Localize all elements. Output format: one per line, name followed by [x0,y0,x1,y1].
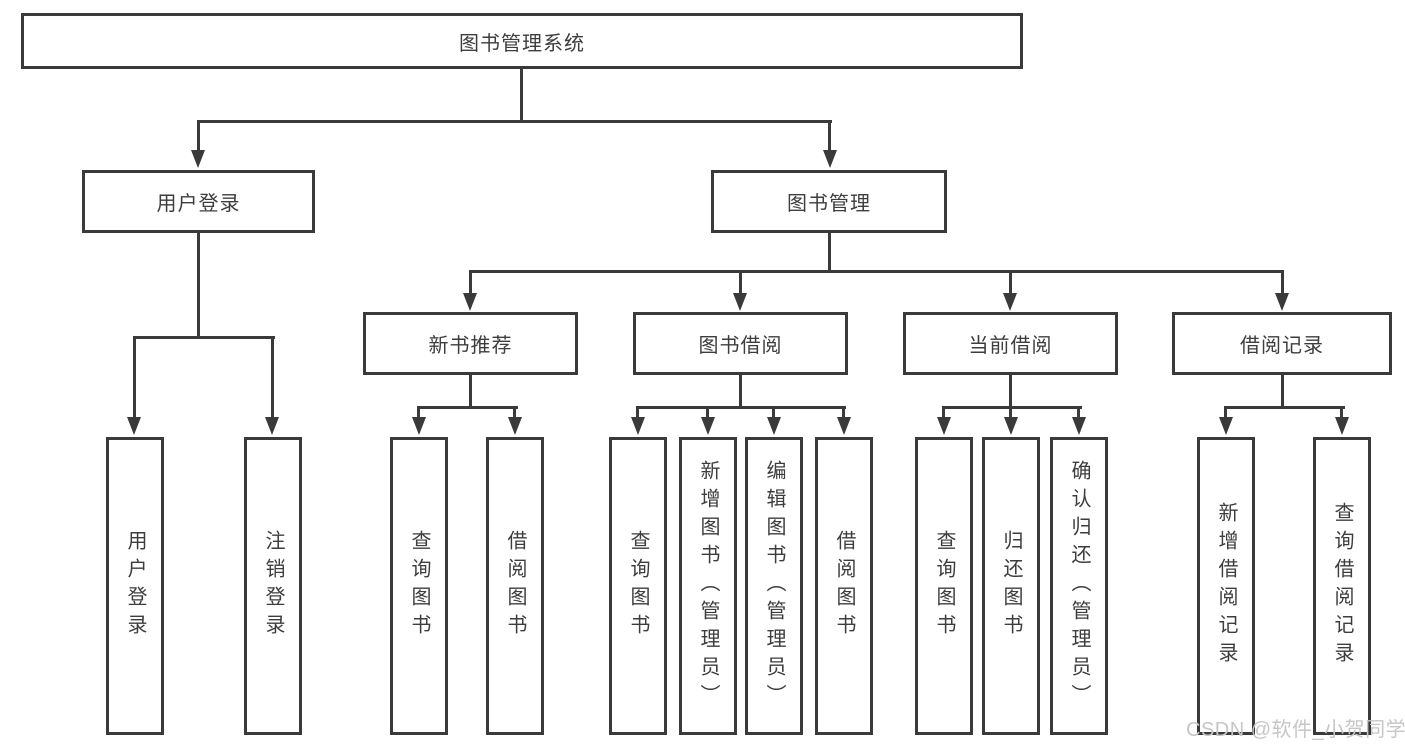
connector-line [1224,409,1227,419]
arrowhead-icon [1335,417,1349,435]
connector-line [469,270,1284,273]
arrowhead-icon [823,150,837,168]
connector-line [1224,406,1345,409]
leaf-logout: 注销登录 [244,437,302,735]
connector-line [197,120,200,152]
node-user-login-label: 用户登录 [156,193,241,215]
arrowhead-icon [1275,293,1289,311]
arrowhead-icon [767,417,781,435]
leaf-cb-confirm-return-admin: 确认归还（管理员） [1050,437,1108,735]
connector-line [636,406,846,409]
leaf-br-add-record: 新增借阅记录 [1197,437,1255,735]
connector-line [197,120,832,123]
arrowhead-icon [701,417,715,435]
connector-line [942,406,1082,409]
connector-line [133,336,275,339]
leaf-bb-query-book: 查询图书 [609,437,667,735]
leaf-cb-query-book-label: 查询图书 [933,530,955,642]
arrowhead-icon [508,417,522,435]
connector-line [469,375,472,409]
leaf-bb-edit-book-admin: 编辑图书（管理员） [745,437,803,735]
leaf-bb-add-book-admin-label: 新增图书（管理员） [697,460,719,712]
connector-line [1281,273,1284,295]
connector-line [520,69,523,120]
connector-line [271,339,274,419]
connector-line [469,273,472,295]
arrowhead-icon [127,417,141,435]
node-root: 图书管理系统 [21,13,1023,69]
leaf-cb-return-book: 归还图书 [982,437,1040,735]
node-new-book-recommend: 新书推荐 [363,312,578,375]
connector-line [1340,409,1343,419]
leaf-logout-label: 注销登录 [262,530,284,642]
leaf-cb-return-book-label: 归还图书 [1000,530,1022,642]
node-root-label: 图书管理系统 [459,32,585,55]
arrowhead-icon [937,417,951,435]
node-current-borrow: 当前借阅 [903,312,1118,375]
leaf-bb-borrow-book: 借阅图书 [815,437,873,735]
node-book-borrow: 图书借阅 [633,312,848,375]
arrowhead-icon [1219,417,1233,435]
node-book-management: 图书管理 [711,170,947,233]
node-current-borrow-label: 当前借阅 [968,335,1053,357]
connector-line [1281,375,1284,409]
leaf-nb-query-book-label: 查询图书 [408,530,430,642]
leaf-bb-query-book-label: 查询图书 [627,530,649,642]
arrowhead-icon [1004,417,1018,435]
leaf-cb-confirm-return-admin-label: 确认归还（管理员） [1068,460,1090,712]
arrowhead-icon [733,293,747,311]
connector-line [739,273,742,295]
arrowhead-icon [1003,293,1017,311]
leaf-user-login: 用户登录 [106,437,164,735]
leaf-nb-borrow-book-label: 借阅图书 [504,530,526,642]
leaf-bb-edit-book-admin-label: 编辑图书（管理员） [763,460,785,712]
connector-line [942,409,945,419]
connector-line [1009,375,1012,409]
node-book-management-label: 图书管理 [787,193,871,215]
connector-line [417,409,420,419]
node-new-book-recommend-label: 新书推荐 [428,335,513,357]
leaf-bb-borrow-book-label: 借阅图书 [833,530,855,642]
node-borrow-record-label: 借阅记录 [1240,335,1324,357]
leaf-br-query-record-label: 查询借阅记录 [1331,502,1353,670]
connector-line [133,339,136,419]
connector-line [772,409,775,419]
connector-line [828,120,831,152]
watermark: CSDN @软件_小贺同学 [1186,719,1405,741]
connector-line [828,233,831,273]
arrowhead-icon [631,417,645,435]
connector-line [1009,409,1012,419]
arrowhead-icon [463,293,477,311]
connector-line [513,409,516,419]
connector-line [739,375,742,409]
connector-line [197,233,200,339]
leaf-nb-query-book: 查询图书 [390,437,448,735]
connector-line [1009,273,1012,295]
connector-line [636,409,639,419]
arrowhead-icon [1072,417,1086,435]
leaf-br-add-record-label: 新增借阅记录 [1215,502,1237,670]
leaf-bb-add-book-admin: 新增图书（管理员） [679,437,737,735]
node-user-login: 用户登录 [82,170,315,233]
arrowhead-icon [412,417,426,435]
leaf-user-login-label: 用户登录 [124,530,146,642]
arrowhead-icon [191,150,205,168]
leaf-nb-borrow-book: 借阅图书 [486,437,544,735]
node-book-borrow-label: 图书借阅 [698,335,783,357]
arrowhead-icon [265,417,279,435]
leaf-cb-query-book: 查询图书 [915,437,973,735]
connector-line [706,409,709,419]
node-borrow-record: 借阅记录 [1172,312,1392,375]
arrowhead-icon [837,417,851,435]
connector-line [1077,409,1080,419]
leaf-br-query-record: 查询借阅记录 [1313,437,1371,735]
connector-line [842,409,845,419]
connector-line [417,406,518,409]
